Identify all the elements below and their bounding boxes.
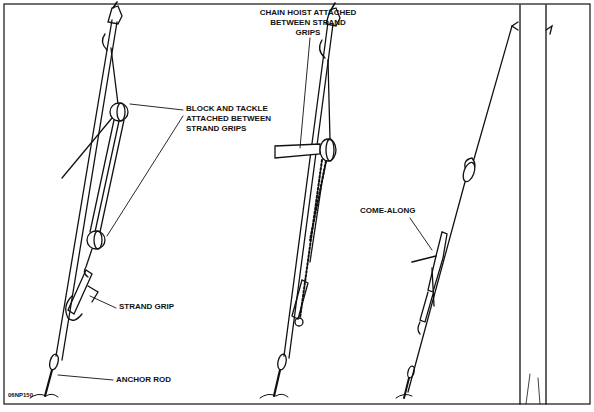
lower-block-sheave	[94, 231, 102, 249]
strand-top	[113, 2, 117, 8]
leader-line	[300, 38, 310, 148]
come-along-handle	[412, 256, 436, 262]
figure-border	[4, 4, 590, 404]
grip-loop	[102, 34, 107, 50]
come-along-body	[428, 232, 447, 292]
upper-block-sheave	[117, 103, 125, 121]
leader-line	[130, 104, 183, 110]
callout-label: COME-ALONG	[360, 206, 430, 216]
strand-grip	[420, 292, 433, 322]
leader-line	[90, 296, 116, 308]
guy-strand	[408, 182, 465, 392]
callout-label: ANCHOR ROD	[116, 375, 196, 385]
pole-grain	[526, 374, 540, 404]
guy-strand	[56, 20, 112, 356]
leader-line	[58, 375, 113, 380]
guy-strand	[289, 24, 333, 358]
pole-hardware	[546, 26, 552, 34]
tackle-rope	[90, 120, 114, 232]
strand-grip	[68, 270, 92, 314]
anchor-eye	[276, 353, 287, 370]
guy-strand	[472, 26, 512, 166]
strand-grip	[292, 280, 308, 319]
guy-insulator	[461, 161, 477, 183]
anchor-eye	[48, 353, 60, 371]
block-and-tackle-assembly	[30, 2, 128, 398]
grip-loop	[320, 40, 325, 58]
anchor-eye	[407, 365, 416, 378]
leader-line	[410, 218, 432, 250]
hoist-hook	[328, 60, 330, 140]
guy-strand	[284, 22, 328, 356]
load-chain	[310, 162, 326, 262]
tackle-rope	[95, 121, 119, 232]
grip-loop	[418, 322, 420, 334]
anchor-rod	[45, 370, 52, 396]
chain-end	[295, 318, 303, 326]
hoist-handle	[275, 144, 320, 158]
come-along-lever	[432, 268, 434, 306]
anchor-rod	[274, 370, 280, 396]
hoist-sheave	[326, 139, 334, 161]
come-along-assembly	[396, 5, 552, 404]
anchor-rod	[404, 378, 409, 398]
strand-grip-top	[108, 6, 122, 24]
callout-label: BLOCK AND TACKLE ATTACHED BETWEEN STRAND…	[186, 104, 276, 134]
block-hook	[111, 48, 118, 104]
pole	[520, 5, 546, 404]
strand-grip-jaw	[88, 286, 98, 302]
upper-block	[110, 103, 128, 121]
chain-hoist-assembly	[260, 3, 340, 398]
guy-attachment	[512, 22, 518, 30]
leader-line	[107, 116, 183, 236]
lower-block	[87, 231, 105, 249]
figure-number: 06NP150	[8, 392, 58, 399]
hauling-line	[62, 118, 112, 178]
callout-label: STRAND GRIP	[119, 302, 199, 312]
strand-grip-bail	[66, 296, 82, 320]
callout-label: CHAIN HOIST ATTACHED BETWEEN STRAND GRIP…	[258, 8, 358, 38]
hoist-body	[320, 139, 336, 161]
